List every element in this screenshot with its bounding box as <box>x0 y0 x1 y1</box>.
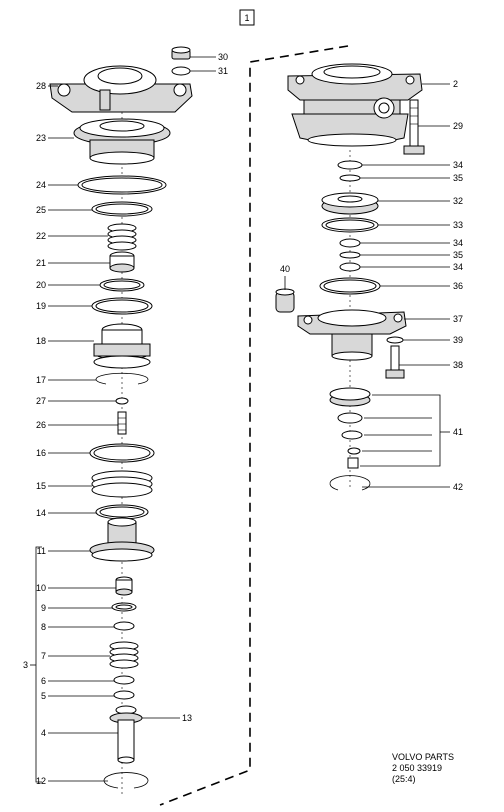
callout-35-a: 35 <box>453 173 463 183</box>
callout-22: 22 <box>36 231 46 241</box>
callout-10: 10 <box>36 583 46 593</box>
callout-34-c: 34 <box>453 262 463 272</box>
callout-31: 31 <box>218 66 228 76</box>
part-35-clip-a <box>339 174 361 182</box>
callout-29: 29 <box>453 121 463 131</box>
part-34-washer-c <box>339 262 361 272</box>
part-27-washer <box>115 397 129 405</box>
callout-17: 17 <box>36 375 46 385</box>
callout-20: 20 <box>36 280 46 290</box>
part-18-valve-housing <box>93 323 151 369</box>
callout-26: 26 <box>36 420 46 430</box>
callout-15: 15 <box>36 481 46 491</box>
right-assembly <box>275 63 425 491</box>
part-17-circlip <box>95 372 149 385</box>
part-4-plunger <box>109 705 143 764</box>
callout-2: 2 <box>453 79 458 89</box>
part-38-bolt <box>385 345 405 379</box>
callout-35-b: 35 <box>453 250 463 260</box>
part-23-body <box>73 118 171 165</box>
part-34-washer-a <box>337 160 363 170</box>
part-10-guide <box>115 576 133 596</box>
part-26-screw <box>117 411 127 435</box>
part-28-cover <box>49 65 193 113</box>
callout-38: 38 <box>453 360 463 370</box>
footer-brand: VOLVO PARTS <box>392 752 454 762</box>
callout-14: 14 <box>36 508 46 518</box>
callout-16: 16 <box>36 448 46 458</box>
callout-13: 13 <box>182 713 192 723</box>
callout-21: 21 <box>36 258 46 268</box>
callout-27: 27 <box>36 396 46 406</box>
part-42-circlip <box>329 475 371 491</box>
figure-number-box: 1 <box>239 9 255 26</box>
callout-37: 37 <box>453 314 463 324</box>
callout-7: 7 <box>41 651 46 661</box>
callout-41: 41 <box>453 427 463 437</box>
part-6-seal <box>113 675 135 685</box>
callout-5: 5 <box>41 691 46 701</box>
callout-28: 28 <box>36 81 46 91</box>
footer-reference: VOLVO PARTS 2 050 33919 (25:4) <box>392 752 454 784</box>
part-30-nut <box>171 46 191 60</box>
assembly-separator-dashed-line <box>159 45 349 806</box>
callout-18: 18 <box>36 336 46 346</box>
footer-part-number: 2 050 33919 <box>392 763 442 773</box>
left-assembly <box>49 46 193 795</box>
part-11-piston <box>89 517 155 562</box>
callout-34-b: 34 <box>453 238 463 248</box>
callout-11: 11 <box>37 546 46 556</box>
part-29-bolt <box>403 99 425 155</box>
part-5-washer <box>113 690 135 700</box>
part-32-cap <box>321 192 379 215</box>
callout-25: 25 <box>36 205 46 215</box>
part-21-valve <box>109 251 135 273</box>
part-2-housing <box>287 63 423 147</box>
callout-39: 39 <box>453 335 463 345</box>
callout-32: 32 <box>453 196 463 206</box>
part-7-spring <box>109 641 139 669</box>
callout-12: 12 <box>36 776 46 786</box>
part-40-plug <box>275 288 295 313</box>
part-41-valve-kit <box>329 387 371 469</box>
callout-23: 23 <box>36 133 46 143</box>
part-15-spring <box>91 470 153 498</box>
callout-19: 19 <box>36 301 46 311</box>
figure-number: 1 <box>244 13 249 23</box>
callout-33: 33 <box>453 220 463 230</box>
part-37-flange <box>297 309 407 361</box>
part-31-washer <box>171 66 191 76</box>
part-8-washer <box>113 621 135 631</box>
callout-9: 9 <box>41 603 46 613</box>
callout-3: 3 <box>23 660 28 670</box>
callout-40: 40 <box>280 264 290 274</box>
part-34-washer-b <box>339 238 361 248</box>
footer-ratio: (25:4) <box>392 774 416 784</box>
right-callouts: 2 29 34 35 32 33 34 35 34 36 37 39 38 41… <box>280 79 463 492</box>
callout-24: 24 <box>36 180 46 190</box>
callout-6: 6 <box>41 676 46 686</box>
left-callouts: 28 23 24 25 22 21 20 19 18 17 27 26 16 1… <box>23 52 228 786</box>
part-12-circlip <box>103 772 149 789</box>
callout-4: 4 <box>41 728 46 738</box>
callout-42: 42 <box>453 482 463 492</box>
callout-8: 8 <box>41 622 46 632</box>
callout-36: 36 <box>453 281 463 291</box>
part-39-washer <box>386 336 404 344</box>
callout-34-a: 34 <box>453 160 463 170</box>
part-35-clip-b <box>339 251 361 259</box>
callout-30: 30 <box>218 52 228 62</box>
part-22-spring <box>107 223 137 251</box>
